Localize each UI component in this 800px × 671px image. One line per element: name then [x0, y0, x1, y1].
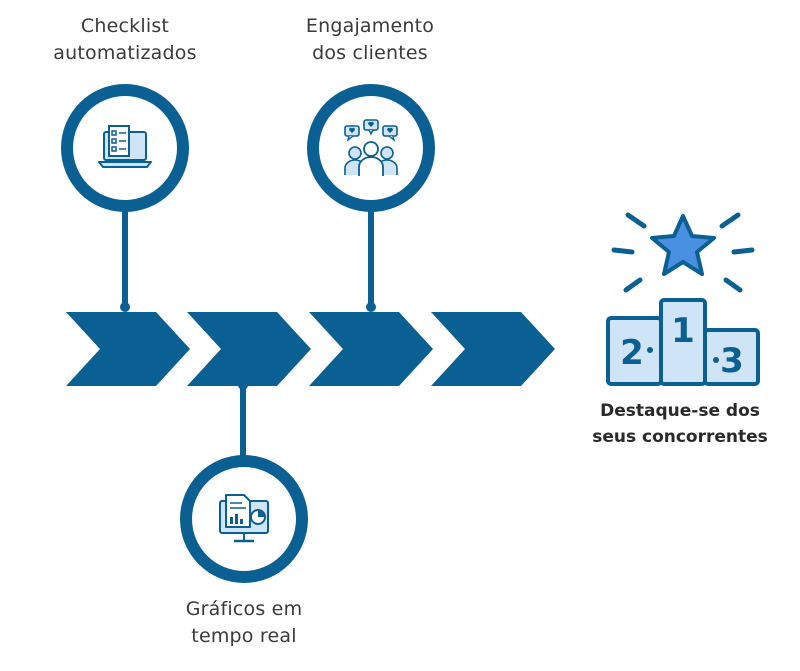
connector-line-1	[122, 190, 128, 308]
chevron-3	[309, 312, 433, 386]
connector-line-3	[368, 190, 374, 308]
connector-dot-2	[238, 380, 248, 390]
connector-dot-1	[120, 302, 130, 312]
step-circle-charts	[180, 455, 308, 583]
chevron-2	[187, 312, 311, 386]
step-label-charts: Gráficos em tempo real	[185, 598, 303, 647]
connector-line-2	[240, 386, 246, 476]
connector-dot-3	[366, 302, 376, 312]
step-label-checklist: Checklist automatizados	[53, 15, 197, 64]
podium-star-icon: 1 2 3	[606, 212, 760, 386]
step-circle-checklist	[61, 84, 189, 212]
svg-text:1: 1	[671, 311, 695, 351]
svg-text:3: 3	[720, 341, 744, 381]
laptop-checklist-icon	[98, 125, 152, 168]
svg-text:2: 2	[620, 333, 644, 373]
chevron-1	[66, 312, 190, 386]
customers-engagement-icon	[344, 119, 398, 176]
step-label-engagement: Engajamento dos clientes	[305, 15, 435, 64]
monitor-charts-icon	[219, 494, 269, 543]
chevron-4	[431, 312, 555, 386]
step-circle-engagement	[307, 84, 435, 212]
goal-label: Destaque-se dos seus concorrentes	[592, 401, 768, 447]
